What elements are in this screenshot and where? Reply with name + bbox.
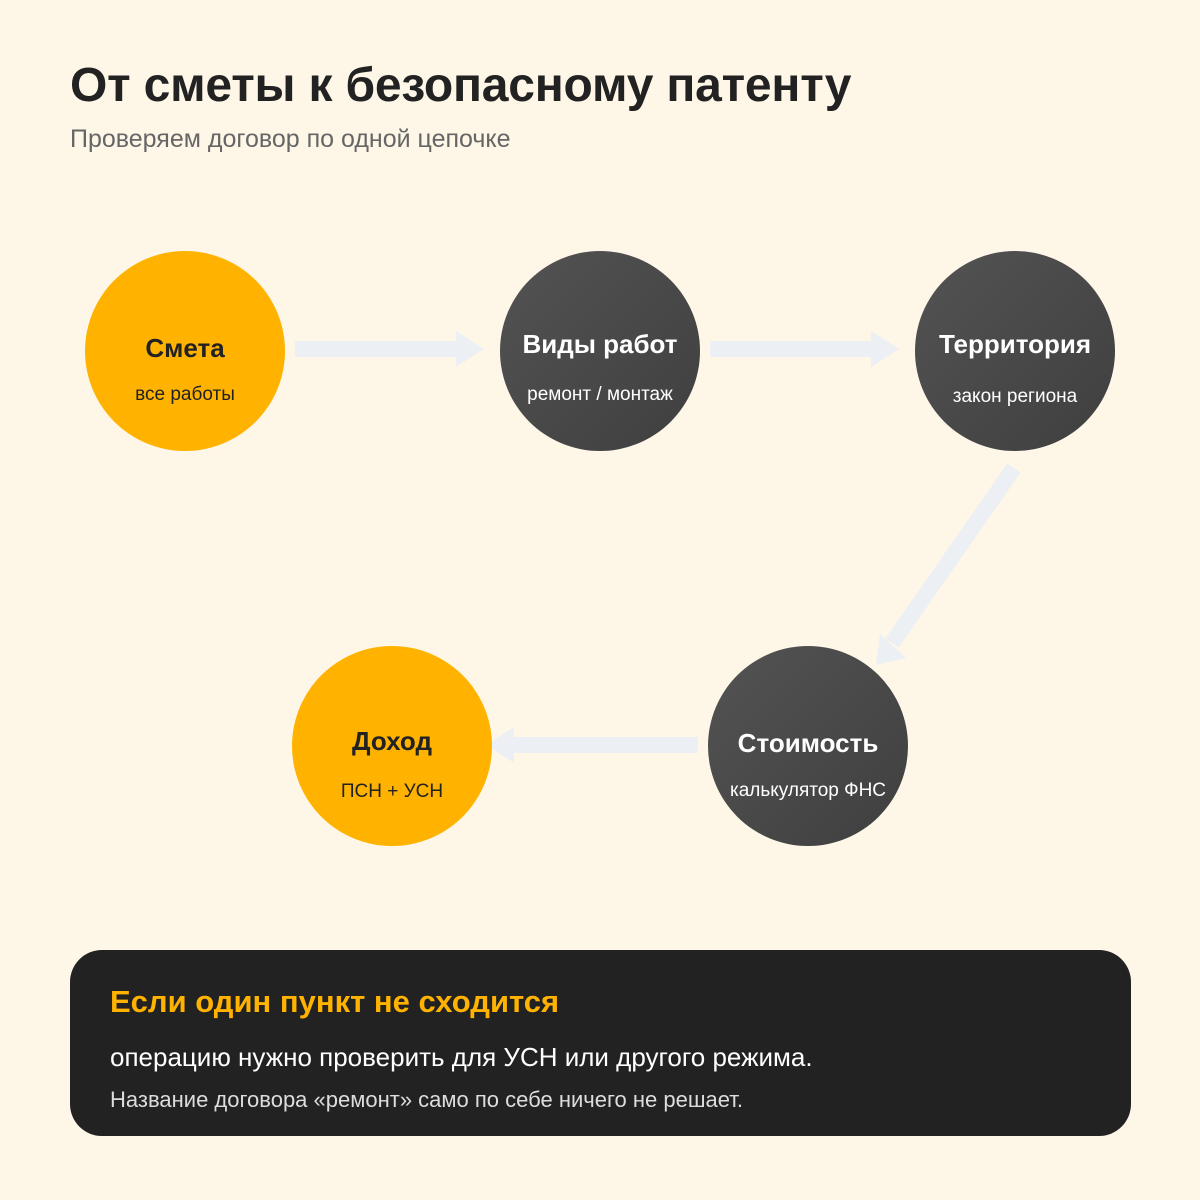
node-territory: Территория закон региона	[915, 251, 1115, 451]
node-cost-label: Стоимость	[737, 728, 879, 758]
arrow-work-types-to-territory	[710, 331, 899, 367]
node-work-types: Виды работ ремонт / монтаж	[500, 251, 700, 451]
node-cost-sub: калькулятор ФНС	[729, 780, 887, 801]
node-territory-label: Территория	[938, 329, 1092, 359]
node-cost: Стоимость калькулятор ФНС	[708, 646, 908, 846]
node-income: Доход ПСН + УСН	[292, 646, 492, 846]
node-estimate: Смета все работы	[85, 251, 285, 451]
note-title: Если один пункт не сходится	[110, 984, 560, 1019]
node-estimate-label: Смета	[145, 333, 225, 363]
note-secondary-text: Название договора «ремонт» само по себе …	[110, 1087, 743, 1112]
note-main-text: операцию нужно проверить для УСН или дру…	[110, 1042, 813, 1072]
node-work-types-sub: ремонт / монтаж	[527, 384, 673, 405]
warning-note: Если один пункт не сходится операцию нуж…	[70, 950, 1131, 1136]
page-subtitle: Проверяем договор по одной цепочке	[70, 125, 511, 153]
arrow-territory-to-cost	[876, 463, 1021, 665]
arrow-estimate-to-work-types	[295, 331, 484, 367]
node-income-label: Доход	[352, 726, 432, 756]
node-income-sub: ПСН + УСН	[340, 781, 444, 802]
node-territory-sub: закон региона	[952, 386, 1078, 407]
node-work-types-label: Виды работ	[522, 329, 678, 359]
node-estimate-sub: все работы	[135, 384, 235, 405]
page-title: От сметы к безопасному патенту	[70, 59, 852, 112]
arrow-cost-to-income	[486, 727, 698, 763]
